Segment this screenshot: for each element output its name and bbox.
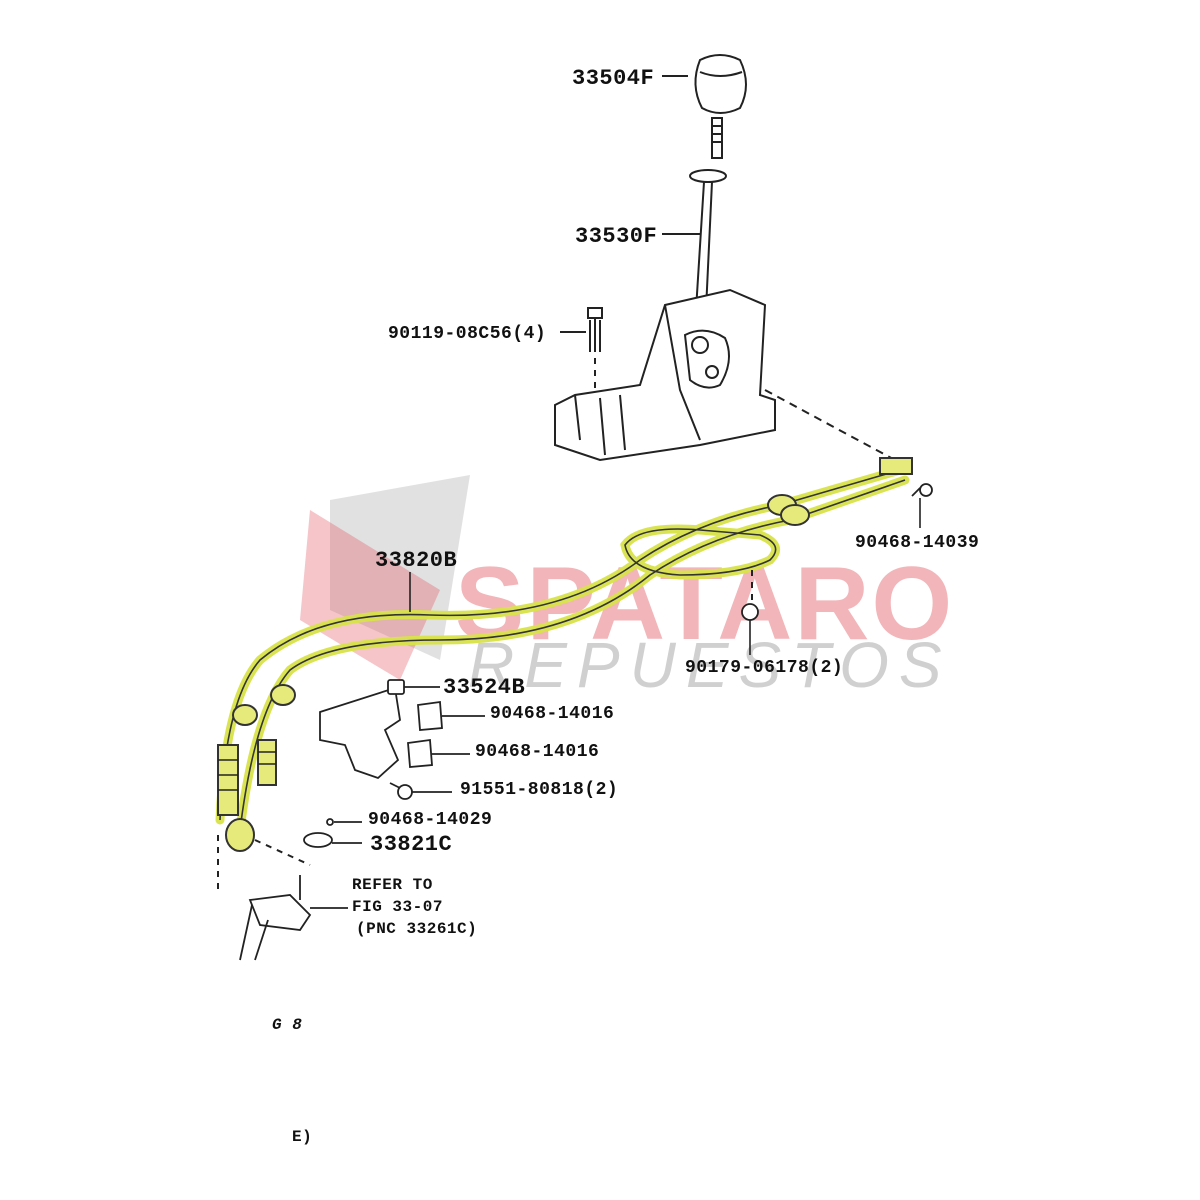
watermark-subtitle: REPUESTOS xyxy=(468,629,952,701)
part-label-90468-14029: 90468-14029 xyxy=(368,810,493,830)
shift-lever xyxy=(662,117,727,311)
pin-right xyxy=(919,483,933,497)
nut xyxy=(741,603,759,621)
fragment-text-g8: G 8 xyxy=(272,1016,303,1034)
bolt xyxy=(560,307,603,395)
washer xyxy=(303,832,333,848)
part-label-90179-06178: 90179-06178(2) xyxy=(685,658,844,678)
part-label-90468-14016-upper: 90468-14016 xyxy=(490,704,615,724)
shifter-housing xyxy=(554,288,896,462)
refer-line-2: FIG 33-07 xyxy=(352,898,443,916)
fragment-text-e: E) xyxy=(292,1128,313,1146)
clip-lower xyxy=(407,738,433,768)
clip-upper xyxy=(417,700,443,731)
part-label-33530F: 33530F xyxy=(575,224,658,249)
part-label-33820B: 33820B xyxy=(375,548,458,573)
refer-line-3: (PNC 33261C) xyxy=(356,920,478,938)
part-label-33524B: 33524B xyxy=(443,675,526,700)
part-label-90468-14039: 90468-14039 xyxy=(855,533,980,553)
part-label-90119-08C56: 90119-08C56(4) xyxy=(388,324,547,344)
shift-knob xyxy=(662,54,747,114)
clip-pin xyxy=(326,818,334,826)
part-label-91551-80818: 91551-80818(2) xyxy=(460,780,619,800)
cable-bracket xyxy=(319,686,401,780)
transmission-lever-base xyxy=(248,894,312,931)
part-label-33821C: 33821C xyxy=(370,832,453,857)
part-label-90468-14016-lower: 90468-14016 xyxy=(475,742,600,762)
refer-line-1: REFER TO xyxy=(352,876,433,894)
part-label-33504F: 33504F xyxy=(572,66,655,91)
